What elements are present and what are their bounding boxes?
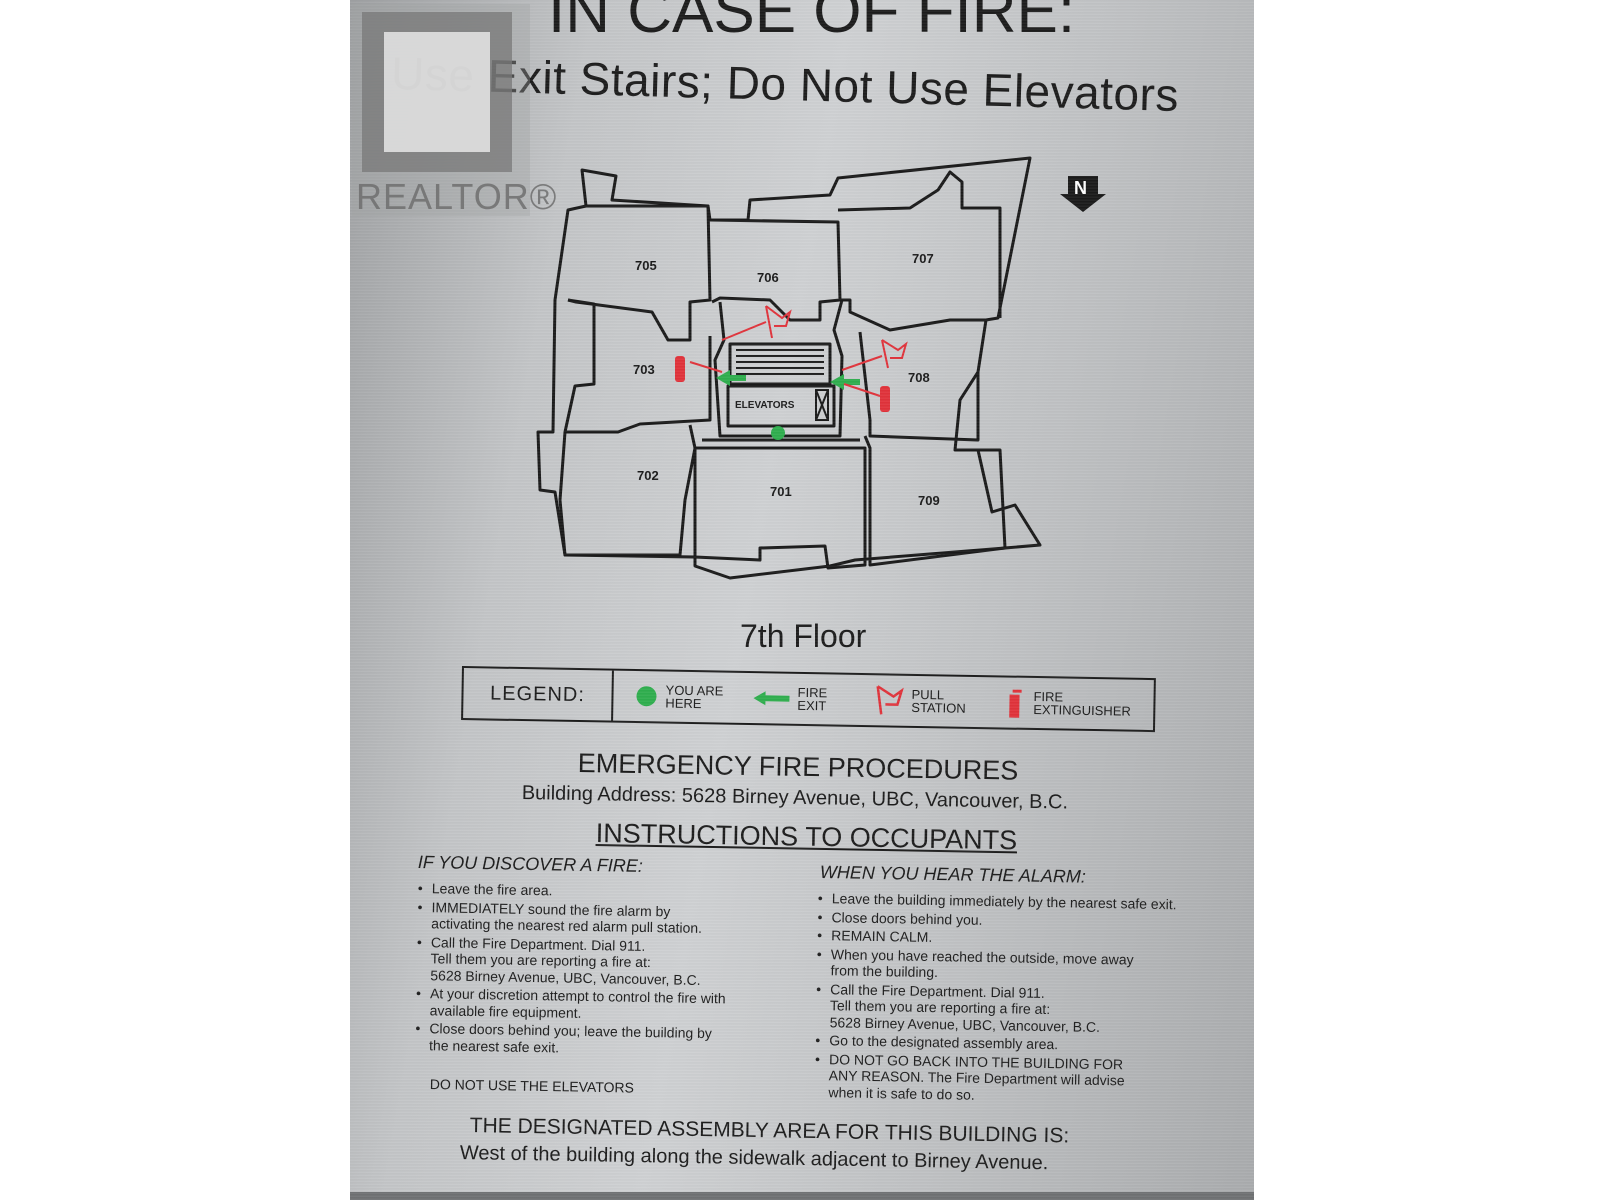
list-item: At your discretion attempt to control th… xyxy=(416,985,726,1023)
list-item: DO NOT GO BACK INTO THE BUILDING FOR ANY… xyxy=(814,1050,1174,1106)
legend: LEGEND: YOU ARE HERE FIRE EXIT PULL STAT… xyxy=(461,666,1156,733)
unit-705: 705 xyxy=(635,258,657,273)
fire-exit-arrows xyxy=(716,370,860,390)
plate-edge xyxy=(350,1192,1254,1200)
unit-707: 707 xyxy=(912,251,934,266)
north-arrow-icon: N xyxy=(1060,176,1106,212)
do-not-use-elevators: DO NOT USE THE ELEVATORS xyxy=(429,1076,635,1096)
pull-station-icon xyxy=(881,339,908,369)
realtor-watermark: REALTOR® xyxy=(352,4,556,217)
discover-list: Leave the fire area. IMMEDIATELY sound t… xyxy=(415,880,728,1060)
fire-extinguisher-icon xyxy=(1009,689,1022,718)
unit-708-outline xyxy=(858,331,980,442)
stair-core xyxy=(728,342,832,386)
list-item: When you have reached the outside, move … xyxy=(816,945,1175,984)
discover-heading: IF YOU DISCOVER A FIRE: xyxy=(417,852,644,876)
pull-station-icon xyxy=(765,305,792,339)
fire-exit-arrow-icon xyxy=(753,691,790,706)
unit-701: 701 xyxy=(770,484,792,499)
alarm-heading: WHEN YOU HEAR THE ALARM: xyxy=(819,862,1087,887)
realtor-logo-icon xyxy=(362,12,512,172)
list-item: Call the Fire Department. Dial 911. Tell… xyxy=(416,933,727,988)
list-item: IMMEDIATELY sound the fire alarm by acti… xyxy=(417,898,727,936)
unit-702: 702 xyxy=(637,468,659,483)
legend-item-fire-extinguisher: FIRE EXTINGUISHER xyxy=(1003,677,1144,729)
list-item: Call the Fire Department. Dial 911. Tell… xyxy=(816,980,1176,1036)
unit-709: 709 xyxy=(918,493,940,508)
fire-extinguisher-icon xyxy=(675,356,685,382)
elevator-core xyxy=(726,384,836,428)
unit-701-outline xyxy=(693,446,867,570)
fire-exit-arrow-east xyxy=(830,374,860,390)
instructions-title: INSTRUCTIONS TO OCCUPANTS xyxy=(595,818,1018,856)
list-item: Close doors behind you; leave the buildi… xyxy=(415,1020,725,1058)
elevators-label: ELEVATORS xyxy=(735,400,795,411)
fire-extinguisher-icon xyxy=(880,386,890,412)
legend-item-fire-exit: FIRE EXIT xyxy=(753,673,838,724)
legend-item-pull-station: PULL STATION xyxy=(873,675,982,727)
fire-safety-sign: IN CASE OF FIRE: Use Exit Stairs; Do Not… xyxy=(350,0,1254,1200)
alarm-list: Leave the building immediately by the ne… xyxy=(814,890,1176,1108)
unit-702-outline xyxy=(558,424,697,557)
floor-plan: 705 706 707 703 708 702 701 709 ELEVATOR… xyxy=(536,156,1106,580)
unit-703: 703 xyxy=(633,362,655,377)
sign-title: IN CASE OF FIRE: xyxy=(548,0,1076,46)
unit-709-outline xyxy=(863,435,1007,567)
realtor-logo-text: REALTOR® xyxy=(356,176,558,217)
building-address: Building Address: 5628 Birney Avenue, UB… xyxy=(521,782,1069,814)
assembly-text: West of the building along the sidewalk … xyxy=(459,1142,1049,1175)
legend-item-you-are-here: YOU ARE HERE xyxy=(635,671,746,723)
unit-707-outline xyxy=(837,170,1002,318)
legend-label: LEGEND: xyxy=(463,668,614,721)
you-are-here-marker xyxy=(771,426,785,440)
svg-text:N: N xyxy=(1074,178,1087,198)
unit-706: 706 xyxy=(757,270,779,285)
fire-exit-arrow-west xyxy=(716,370,746,386)
you-are-here-dot-icon xyxy=(636,686,657,707)
floor-label: 7th Floor xyxy=(740,618,867,654)
unit-705-outline xyxy=(567,204,712,342)
unit-706-outline xyxy=(709,218,842,322)
pull-station-icon xyxy=(876,685,904,715)
unit-708: 708 xyxy=(908,370,930,385)
procedures-title: EMERGENCY FIRE PROCEDURES xyxy=(577,748,1019,786)
